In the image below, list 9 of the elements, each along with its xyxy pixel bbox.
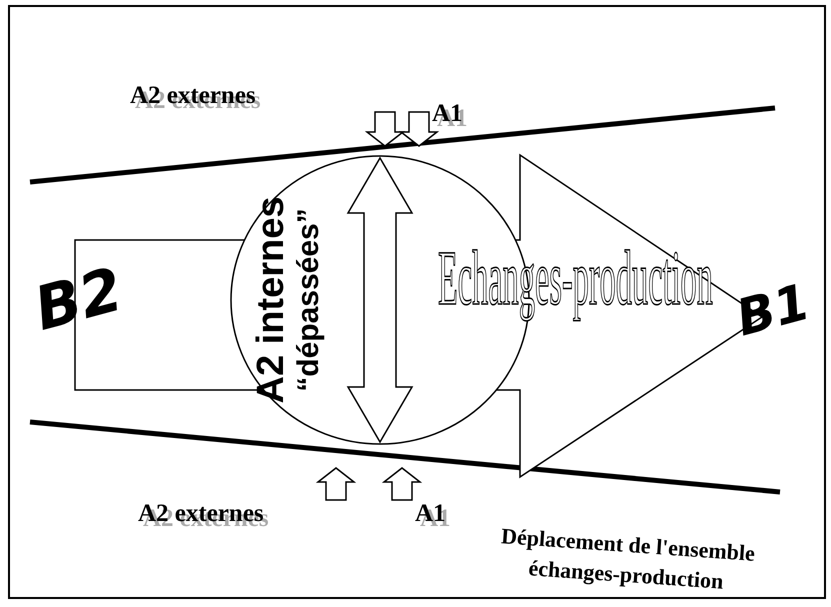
side-label: A1 [415, 500, 446, 528]
side-label: A1 [432, 100, 463, 128]
side-letter-label: B2 [27, 255, 128, 345]
side-label: A2 externes [138, 500, 264, 528]
side-letter-label: B1 [729, 272, 817, 350]
caption: Déplacement de l'ensemble échanges-production [499, 522, 757, 596]
vertical-label: A2 internes [250, 196, 292, 406]
side-label: A2 externes [130, 82, 256, 110]
vertical-label: “dépassées” [292, 207, 326, 394]
